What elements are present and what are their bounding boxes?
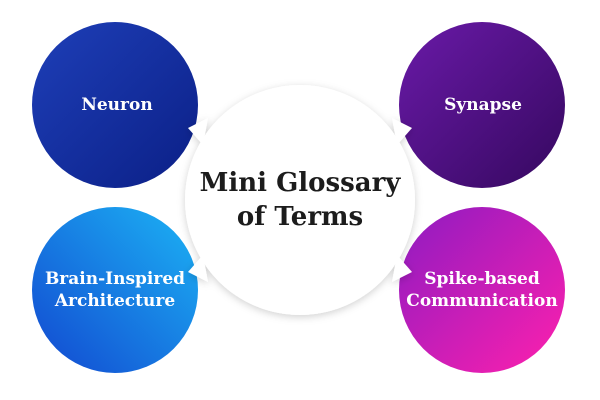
term-spike-based-communication: Spike-based Communication [406,269,558,311]
term-circle-top-left [32,22,198,188]
term-circle-bottom-right [399,207,565,373]
center-title-line-2: of Terms [236,202,364,232]
center-circle [185,85,415,315]
center-title: Mini Glossary of Terms [190,155,410,245]
term-circle-bottom-left [32,207,198,373]
term-circle-top-right [399,22,565,188]
center-title-line-1: Mini Glossary [199,168,401,198]
term-neuron: Neuron [81,95,153,115]
term-synapse: Synapse [444,95,522,115]
term-brain-inspired-architecture: Brain-Inspired Architecture [44,269,186,311]
